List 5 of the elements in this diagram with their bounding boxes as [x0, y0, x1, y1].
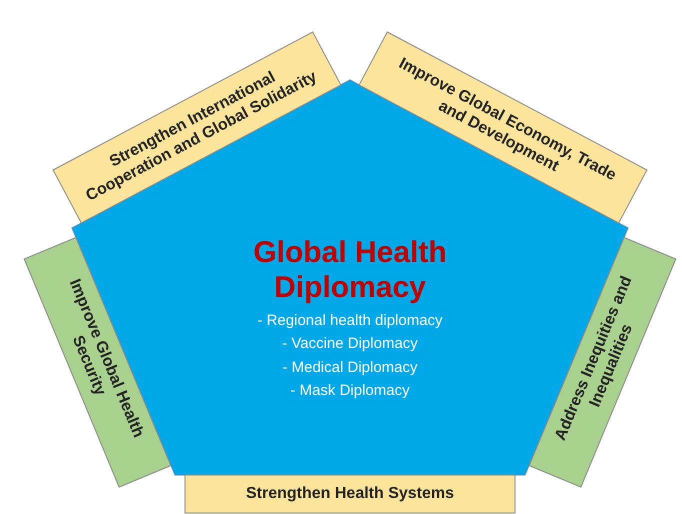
list-item: - Regional health diplomacy: [257, 311, 443, 331]
pentagon-heading: Global Health Diplomacy: [252, 236, 448, 305]
list-item: - Medical Diplomacy: [282, 358, 418, 378]
list-item: - Vaccine Diplomacy: [282, 334, 418, 354]
list-item: - Mask Diplomacy: [290, 380, 410, 401]
